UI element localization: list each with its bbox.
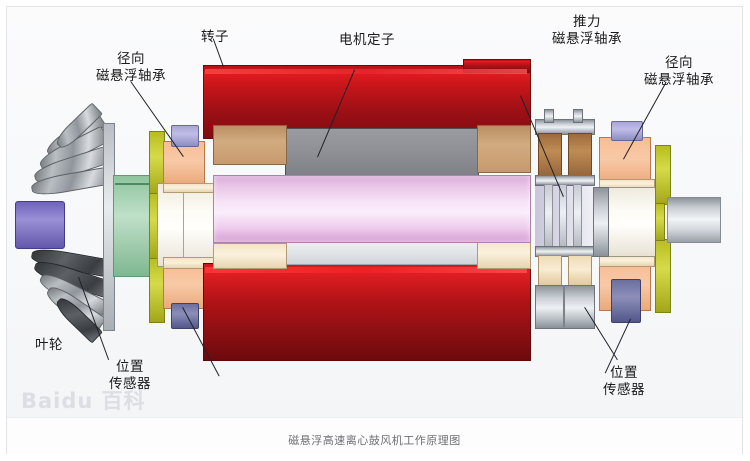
thrust-bearing-pin-top-right [573, 109, 583, 123]
motor-housing-top-highlight [205, 69, 527, 74]
label-radial-bearing-right-line1: 径向 [665, 55, 693, 71]
output-shaft [667, 197, 721, 243]
motor-housing-bottom-highlight [205, 267, 527, 273]
diagram-caption: 磁悬浮高速离心鼓风机工作原理图 [288, 434, 461, 447]
label-radial-bearing-left: 径向 磁悬浮轴承 [71, 51, 191, 85]
baidu-watermark: Baidu 百科 [21, 389, 146, 413]
label-thrust-bearing-line1: 推力 [573, 14, 601, 30]
rotor-shaft-sleeve-left [157, 183, 215, 267]
position-sensor-left-top [171, 125, 199, 147]
label-impeller-text: 叶轮 [35, 337, 63, 353]
position-sensor-right-top [611, 121, 643, 141]
label-position-sensor-right-line2: 传感器 [603, 382, 645, 398]
thrust-disc-right [573, 184, 582, 248]
diagram-canvas: 径向 磁悬浮轴承 转子 电机定子 推力 磁悬浮轴承 径向 磁悬浮轴承 叶轮 位置… [7, 7, 742, 417]
thrust-bearing-housing-bottom [535, 285, 595, 329]
thrust-bearing-coil-bottom-right [568, 255, 592, 287]
label-position-sensor-right-line1: 位置 [610, 365, 638, 381]
label-position-sensor-right: 位置 传感器 [569, 365, 679, 399]
label-position-sensor-left-line1: 位置 [116, 359, 144, 375]
motor-housing-bottom [203, 263, 531, 361]
right-end-plate [655, 239, 671, 313]
thrust-bearing-housing-top [535, 119, 595, 135]
caption-bar: 磁悬浮高速离心鼓风机工作原理图 [7, 417, 742, 454]
stator-end-lamination-top-right [477, 125, 531, 173]
label-radial-bearing-right-line2: 磁悬浮轴承 [644, 72, 714, 88]
right-end-plate-hub [655, 203, 665, 241]
label-rotor-text: 转子 [201, 29, 229, 45]
label-motor-stator-text: 电机定子 [339, 32, 395, 48]
label-radial-bearing-left-line2: 磁悬浮轴承 [96, 68, 166, 84]
thrust-bearing-coil-top-right [568, 133, 592, 177]
radial-bearing-left-top [163, 141, 205, 185]
stator-end-lamination-top-left [213, 125, 287, 165]
impeller-nose-cone [15, 201, 65, 249]
impeller-hub-line [115, 183, 149, 185]
rotor-core [213, 175, 531, 243]
thrust-bearing-coil-top-left [538, 133, 562, 177]
label-radial-bearing-right: 径向 磁悬浮轴承 [619, 55, 739, 89]
label-radial-bearing-left-line1: 径向 [117, 51, 145, 67]
stator-end-lamination-bottom-right [477, 239, 531, 269]
rotor-shaft-sleeve-left-seam [183, 183, 184, 265]
position-sensor-left-bottom [171, 303, 199, 329]
right-end-plate [655, 145, 671, 205]
thrust-bearing-pin-top-left [544, 109, 554, 123]
bearing-left-retainer-top [163, 183, 215, 193]
position-sensor-right-bottom [611, 279, 641, 323]
thrust-bearing-housing-seam [563, 285, 565, 327]
thrust-bearing-coil-bottom-left [538, 255, 562, 287]
label-motor-stator: 电机定子 [317, 32, 417, 49]
motor-stator-core-top [285, 128, 479, 178]
label-thrust-bearing-line2: 磁悬浮轴承 [552, 31, 622, 47]
label-rotor: 转子 [185, 29, 245, 46]
stator-end-lamination-bottom-left [213, 243, 287, 269]
label-impeller: 叶轮 [19, 337, 79, 354]
radial-bearing-right-top [599, 137, 651, 185]
label-thrust-bearing: 推力 磁悬浮轴承 [527, 14, 647, 48]
shaft-journal-right [593, 187, 609, 257]
thrust-disc-left [544, 184, 553, 248]
impeller-hub [113, 175, 153, 277]
label-position-sensor-left-line2: 传感器 [109, 376, 151, 392]
label-position-sensor-left: 位置 传感器 [75, 359, 185, 393]
